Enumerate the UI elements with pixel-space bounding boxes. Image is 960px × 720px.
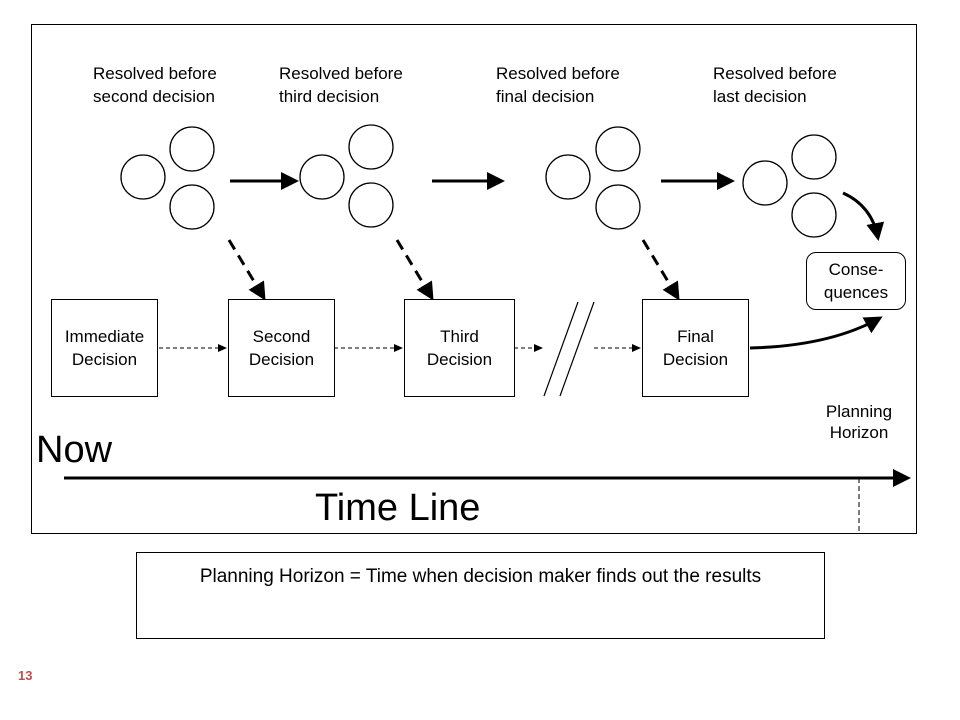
uncertainty-cluster-4	[742, 134, 837, 238]
diagram-frame	[31, 24, 917, 534]
resolved-label-4: Resolved before last decision	[713, 64, 837, 106]
uncertainty-cluster-3	[545, 126, 641, 230]
uncertainty-cluster-1	[120, 126, 215, 230]
resolved-label-1: Resolved before second decision	[93, 64, 217, 106]
uncertainty-cluster-2	[299, 124, 394, 228]
planning-horizon-label: Planning Horizon	[825, 402, 893, 442]
resolved-label-2: Resolved before third decision	[279, 64, 403, 106]
page-number: 13	[18, 668, 33, 683]
consequences-label: Conse- quences	[823, 260, 889, 302]
timeline-label: Time Line	[315, 487, 481, 529]
decision-box-third: Third Decision	[404, 299, 515, 397]
decision-box-second: Second Decision	[228, 299, 335, 397]
time-break-marks	[543, 301, 595, 397]
consequences-box: Conse- quences	[806, 252, 906, 310]
resolution-arrows	[227, 239, 680, 301]
decision-label: Final Decision	[662, 327, 729, 369]
consequence-curve-arrow	[842, 191, 885, 241]
decision-box-immediate: Immediate Decision	[51, 299, 158, 397]
caption-text: Planning Horizon = Time when decision ma…	[199, 566, 762, 587]
now-label: Now	[36, 429, 113, 471]
decision-label: Second Decision	[248, 327, 315, 369]
decision-label: Immediate Decision	[64, 327, 145, 369]
final-consequence-arrow	[749, 316, 883, 350]
caption-box: Planning Horizon = Time when decision ma…	[136, 552, 825, 639]
decision-box-final: Final Decision	[642, 299, 749, 397]
decision-label: Third Decision	[426, 327, 493, 369]
resolved-label-3: Resolved before final decision	[496, 64, 620, 106]
